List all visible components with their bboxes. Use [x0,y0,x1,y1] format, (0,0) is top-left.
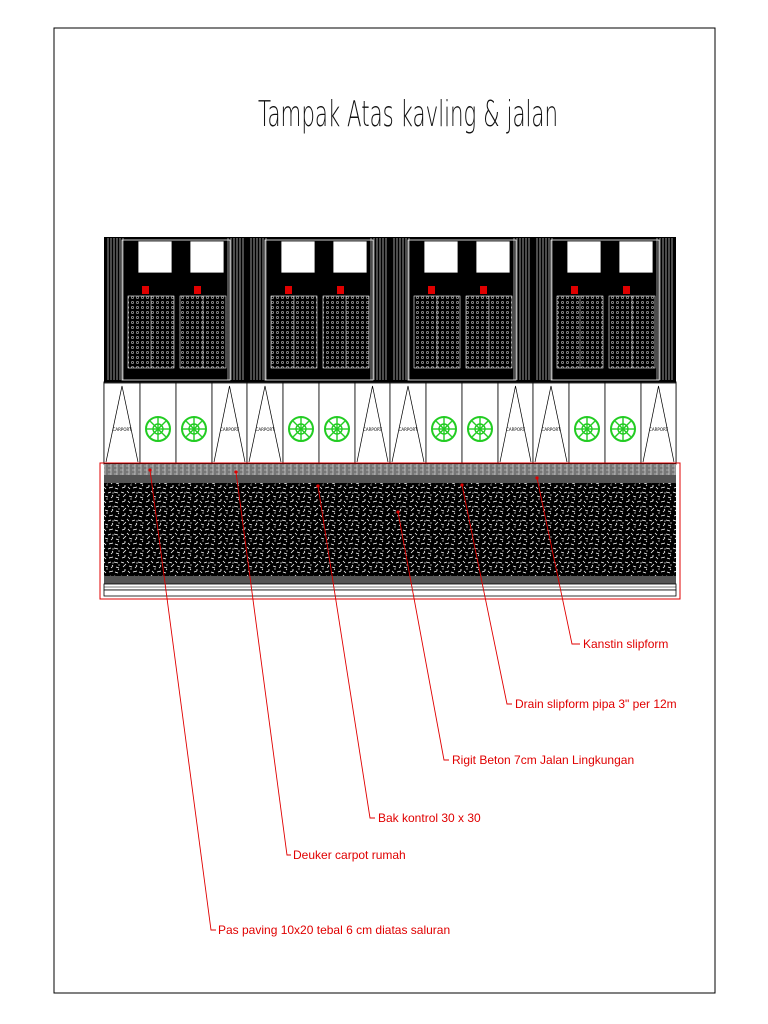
road-section-boundary [99,462,681,600]
house-units [107,238,673,381]
svg-text:CARPORT: CARPORT [113,427,132,432]
leader-deuker [235,471,291,856]
leader-rigit [397,511,449,761]
svg-text:CARPORT: CARPORT [506,427,525,432]
svg-text:CARPORT: CARPORT [399,427,418,432]
road-rigid-concrete [104,483,676,576]
far-kanstin [104,576,676,584]
callout-leaders [148,468,580,931]
label-deuker: Deuker carpot rumah [293,848,406,862]
svg-text:CARPORT: CARPORT [649,427,668,432]
label-paving: Pas paving 10x20 tebal 6 cm diatas salur… [218,923,450,937]
callout-labels: Kanstin slipform Drain slipform pipa 3" … [218,637,677,937]
paving-strip [104,464,676,475]
svg-text:CARPORT: CARPORT [363,427,382,432]
leader-drain [461,484,512,705]
leader-kanstin [536,477,580,645]
label-bak: Bak kontrol 30 x 30 [378,811,481,825]
drain-line [104,475,676,483]
label-rigit: Rigit Beton 7cm Jalan Lingkungan [452,753,634,767]
drawing-title: Tampak Atas kavling & jalan [258,94,558,135]
label-drain: Drain slipform pipa 3" per 12m [515,697,677,711]
svg-text:CARPORT: CARPORT [542,427,561,432]
label-kanstin: Kanstin slipform [583,637,668,651]
leader-bak [317,485,375,819]
front-yards: CARPORT CARPORT CARPORT CARPORT CARPORT CARPO… [103,382,677,473]
svg-text:CARPORT: CARPORT [220,427,239,432]
leader-paving [149,469,216,931]
svg-text:CARPORT: CARPORT [256,427,275,432]
site-plan: CARPORT CARPORT CARPORT CARPORT CARPORT CARPO… [99,237,681,600]
sheet-border [53,27,716,994]
